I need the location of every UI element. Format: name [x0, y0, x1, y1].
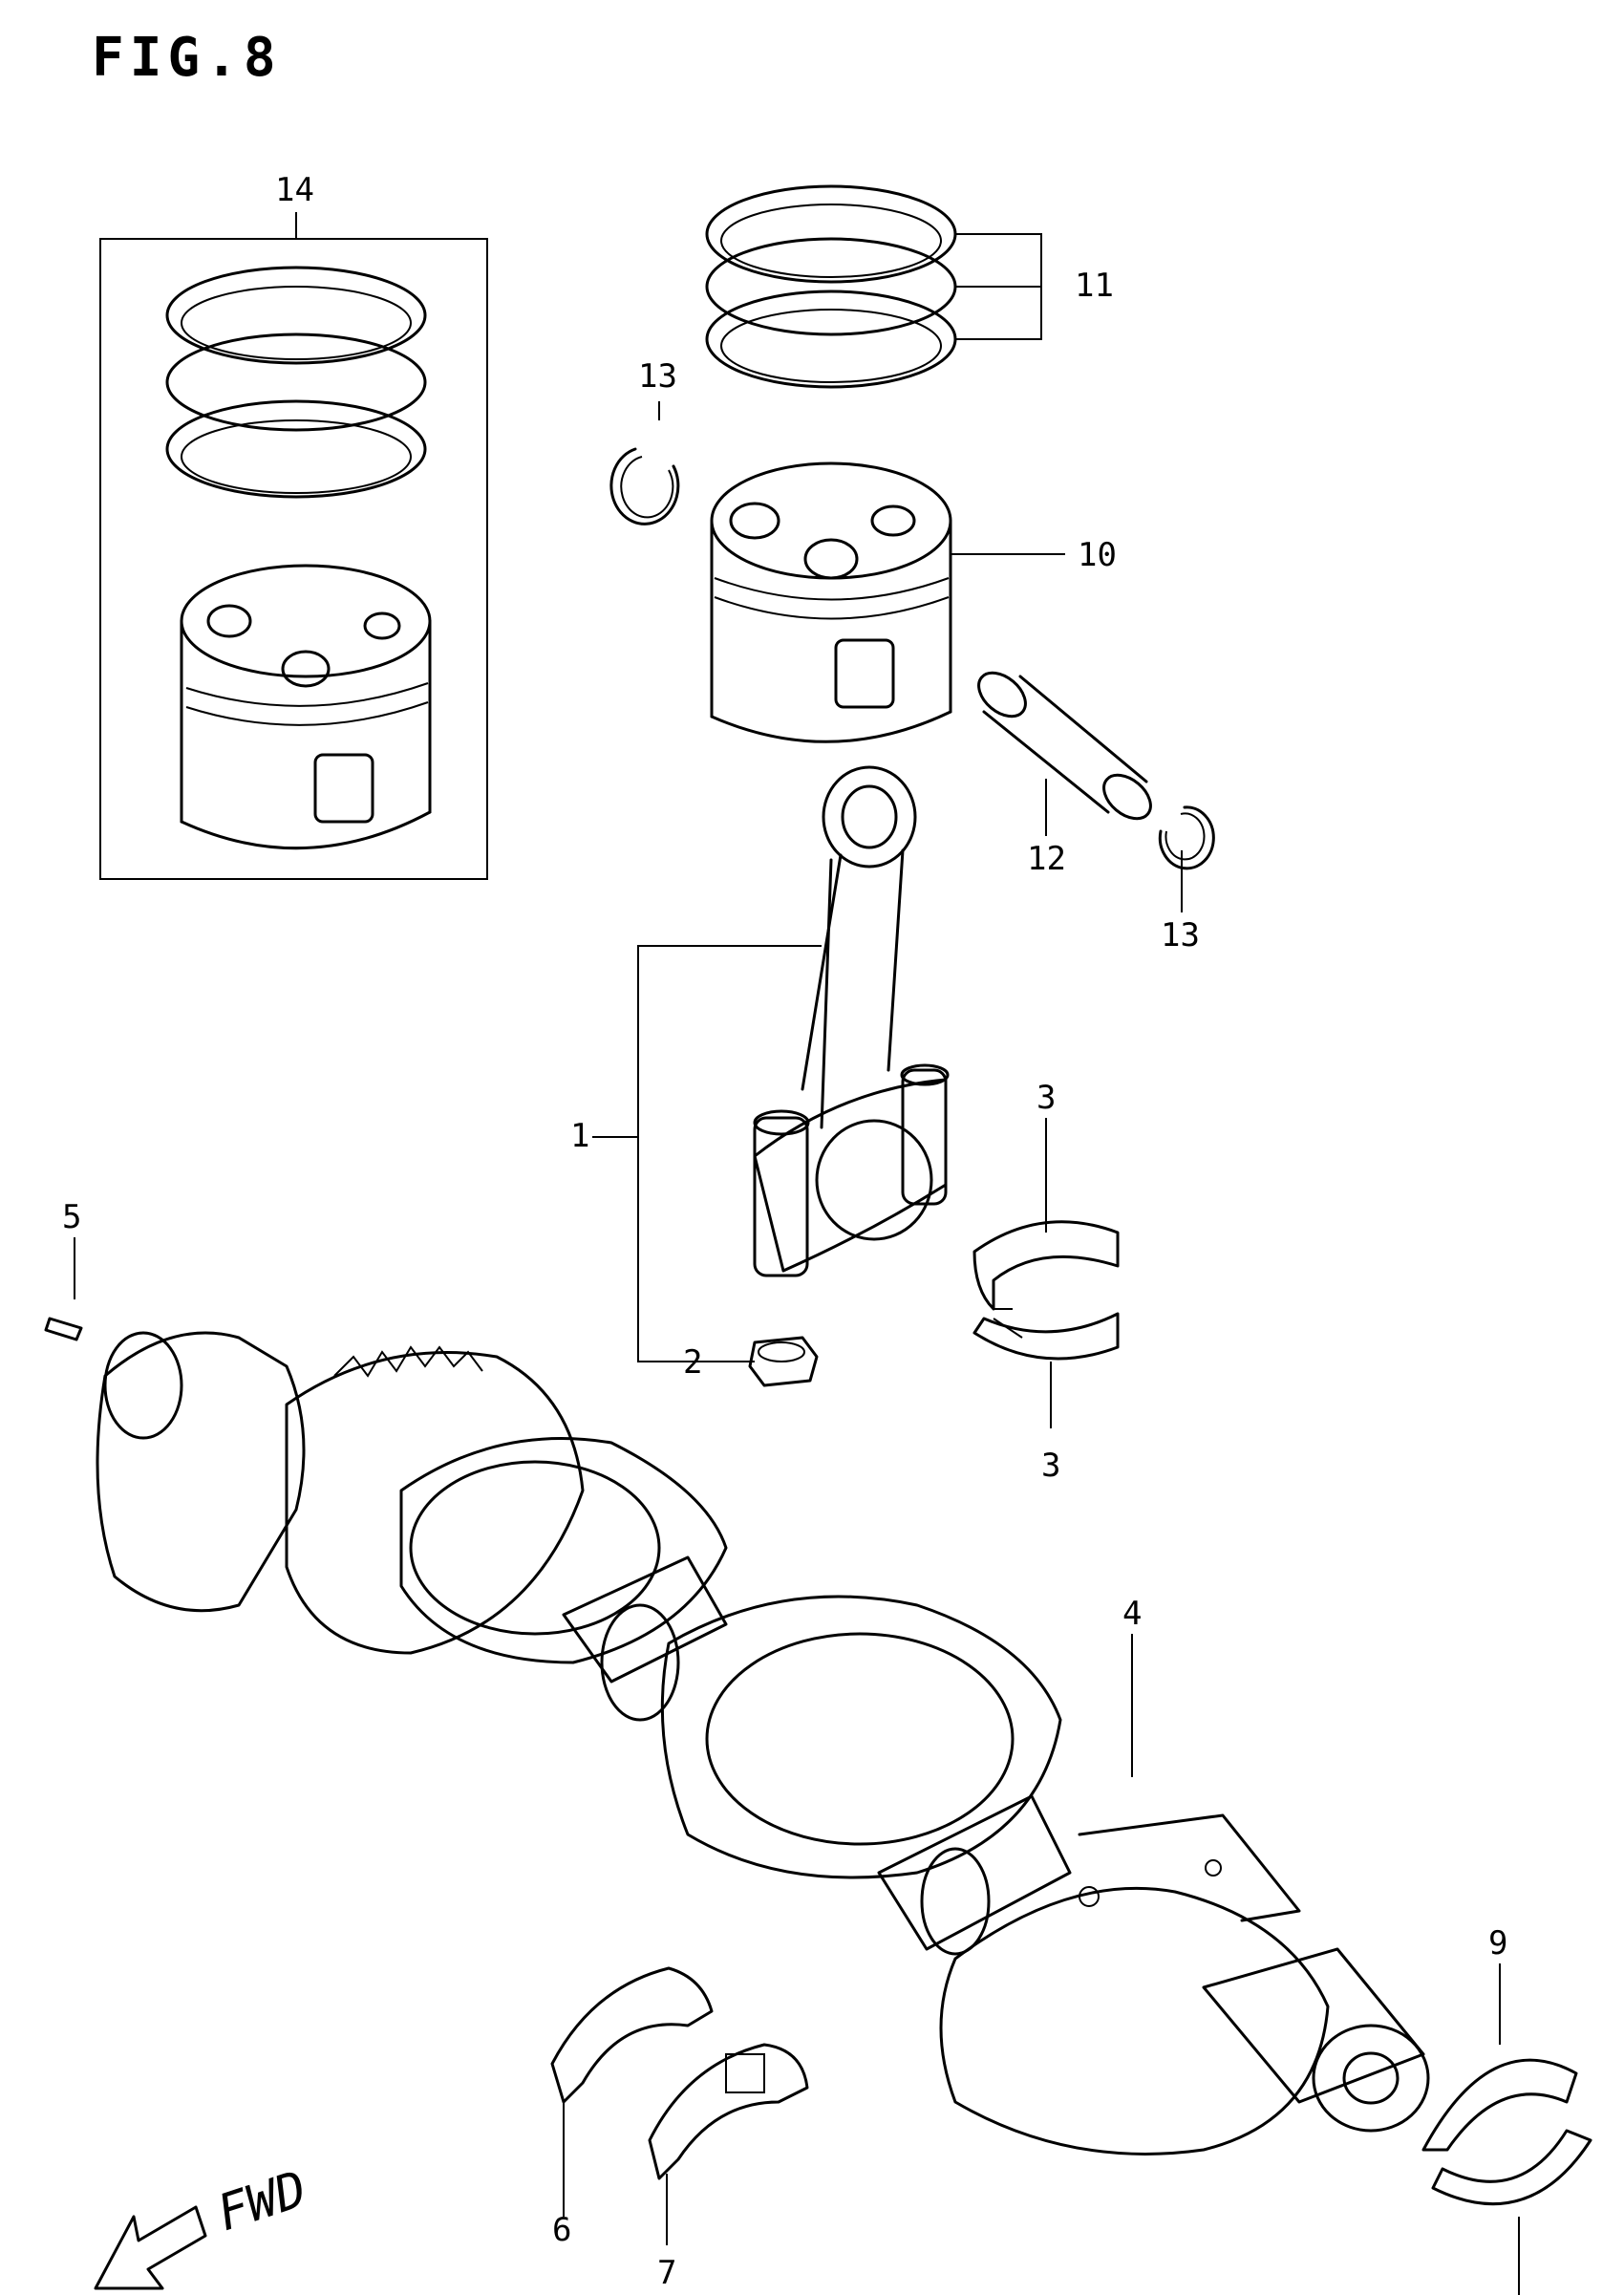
callout-3-upper: 3	[1036, 1079, 1056, 1117]
part-6-thrust-bearing	[550, 1966, 714, 2217]
callout-4: 4	[1122, 1595, 1142, 1633]
part-5-dowel-pin	[44, 1237, 83, 1341]
callout-13-lower: 13	[1161, 916, 1200, 954]
callout-5: 5	[62, 1198, 81, 1236]
part-9-main-bearing-upper	[1421, 2058, 1578, 2152]
part-12-piston-pin	[977, 671, 1152, 836]
callout-6: 6	[552, 2211, 571, 2249]
part-11-piston-rings	[705, 184, 1042, 389]
callout-12: 12	[1027, 840, 1066, 878]
leader-11	[955, 233, 1042, 340]
part-10-piston	[710, 461, 1065, 743]
part-2-nut	[712, 1336, 819, 1387]
part-9-main-bearing-lower	[1431, 2129, 1592, 2206]
callout-1: 1	[570, 1117, 589, 1155]
part-14-piston-ring-set	[99, 212, 488, 880]
callout-14: 14	[275, 171, 314, 209]
part-1-connecting-rod	[592, 765, 950, 1362]
part-3-conrod-bearing-lower	[972, 1312, 1120, 1361]
fwd-label: FWD	[210, 2160, 313, 2242]
callout-2: 2	[683, 1343, 702, 1382]
set-outline-box	[99, 238, 488, 880]
callout-9: 9	[1488, 1924, 1507, 1963]
piston-14	[180, 564, 432, 850]
callout-3-lower: 3	[1041, 1447, 1060, 1485]
part-13-circlip-left	[609, 401, 680, 525]
leader-1	[637, 945, 822, 1362]
forward-direction-arrow	[94, 2205, 207, 2290]
part-4-crankshaft	[96, 1331, 1430, 2156]
ring-stack-14	[165, 266, 427, 499]
figure-title: FIG.8	[92, 27, 282, 89]
part-13-circlip-right	[1158, 805, 1215, 912]
callout-10: 10	[1078, 536, 1117, 574]
callout-11: 11	[1075, 267, 1114, 305]
part-3-conrod-bearing-upper	[972, 1220, 1120, 1311]
part-7-thrust-bearing	[648, 2043, 809, 2245]
callout-13-upper: 13	[638, 357, 677, 396]
callout-7: 7	[657, 2254, 676, 2292]
